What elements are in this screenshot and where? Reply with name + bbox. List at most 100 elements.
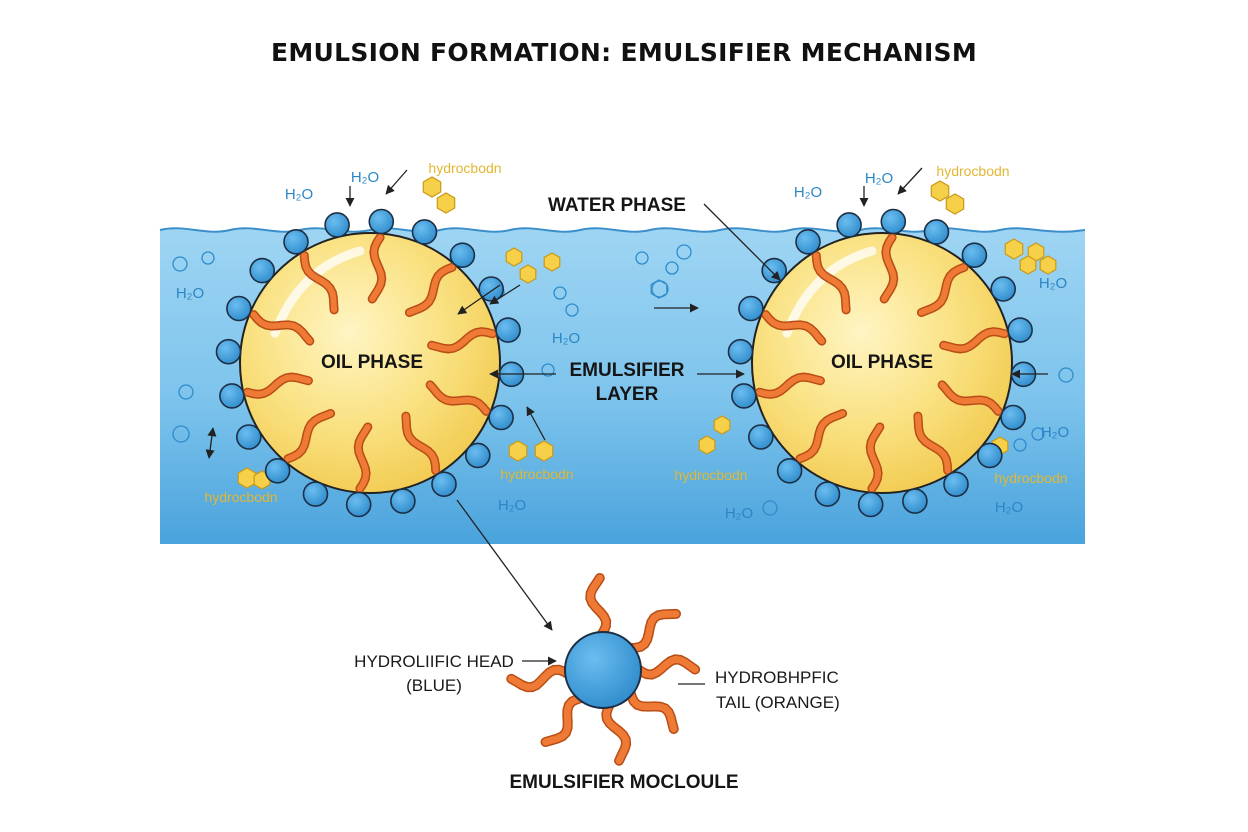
hydrophobic-tail [507,666,573,691]
water-molecule-label: H₂O [176,285,204,302]
arrow-water-phase-left [457,284,501,315]
hydrophobic-tail [301,252,338,313]
hydrophobic-tail [633,655,699,679]
hydrocarbon-hexagon [436,192,456,214]
hydrophilic-head [495,317,521,343]
water-bubble [172,425,190,443]
hydrophobic-tail-label-line1: HYDROBHPFIC [715,668,839,687]
diagram-title: EMULSION FORMATION: EMULSIFIER MECHANISM [270,38,978,67]
hydrophilic-head [738,295,764,322]
water-hexagon [650,279,668,299]
hydrophilic-head [857,491,884,518]
hydrophobic-tail [797,410,846,462]
hydrocarbon-hexagon [930,180,950,202]
water-molecule-label: H₂O [552,330,580,347]
water-bubble [1013,438,1027,452]
oil-phase-label-right: OIL PHASE [831,352,933,373]
hydrophobic-tail [867,424,883,492]
water-bubble [172,256,188,272]
hydrophobic-tail [602,699,630,765]
hydrocarbon-hexagon [422,176,442,198]
hydrophilic-head [219,383,245,409]
hydrophobic-tail [406,264,455,316]
water-molecule-label: H₂O [285,186,313,203]
hydrophilic-head [943,471,969,498]
hydrophobic-tail [940,328,1008,352]
water-molecule-label: H₂O [995,499,1023,516]
hydrophilic-head [923,219,950,245]
water-bubble [1058,367,1074,383]
hydrocarbon-hexagon [519,264,537,284]
hydrophobic-tail [428,328,496,352]
hydrocarbon-label: hydrocbodn [936,163,1009,179]
hydrocarbon-hexagon [534,440,554,462]
arrow-to-molecule [456,499,553,631]
water-molecule-label: H₂O [1039,275,1067,292]
hydrophilic-head [564,631,642,709]
water-bubble [565,303,579,317]
droplet-highlight [270,246,365,338]
hydrophobic-tail [285,410,334,462]
hydrocarbon-label: hydrocbodn [428,160,501,176]
hydrophilic-head [731,383,757,409]
water-molecule-label: H₂O [794,184,822,201]
arrow-top-right [897,167,923,195]
hydrophilic-head [236,424,262,450]
hydrocarbon-label: hydrocbodn [674,467,747,483]
hydrophobic-tail [918,264,967,316]
emulsifier-layer-label-line1: EMULSIFIER [569,360,684,381]
annotation-arrows [205,167,1048,685]
hydrophobic-tail [586,574,610,640]
hydrophobic-tail [939,381,1002,415]
hydrophilic-head [431,471,457,498]
hydrophilic-head [1000,404,1026,431]
water-molecule-label: H₂O [725,505,753,522]
hydrophobic-tail [355,424,371,492]
water-molecule-label: H₂O [498,497,526,514]
hydrocarbon-hexagon [508,440,528,462]
hydrophilic-head [302,481,329,507]
hydrophilic-head [226,295,252,322]
hydrophobic-tail [427,381,490,415]
hydrophobic-tail [369,234,385,302]
hydrocarbon-hexagon [505,247,523,267]
hydrocarbon-hexagon [237,467,257,489]
hydrocarbon-hexagon [698,435,716,455]
hydrophilic-head [345,491,372,518]
hydrocarbon-hexagon [543,252,561,272]
hydrophobic-tail [542,694,587,746]
hydrophilic-head [814,481,841,507]
hydrophilic-head [747,424,774,450]
hydrophobic-tail [250,311,313,345]
hydrophilic-head [264,457,291,484]
hydrophilic-head [249,257,276,284]
hydrophobic-tail [402,413,439,474]
hydrophilic-head [449,242,476,268]
hydrocarbon-label: hydrocbodn [204,489,277,505]
hydrophilic-head [990,276,1017,302]
oil-droplet-left [215,208,525,518]
hydrophilic-head [215,338,242,365]
droplet-highlight [782,246,877,338]
hydrophilic-head [488,404,514,431]
water-bubble [553,286,567,300]
hydrophobic-tail [626,687,678,733]
hydrocarbon-hexagon [1004,238,1024,260]
water-bubble [762,500,778,516]
hydrocarbon-hexagon [1019,255,1037,275]
emulsifier-layer-label-line2: LAYER [596,384,659,405]
hydrophilic-head [1007,317,1033,343]
hydrophobic-tail [914,413,951,474]
hydrocarbon-hexagon [945,193,965,215]
water-molecule-label: H₂O [351,169,379,186]
hydrophilic-head [390,488,416,514]
hydrophobic-tail [813,252,850,313]
emulsifier-molecule-label: EMULSIFIER MOCLOULE [509,772,738,793]
water-bubble [541,363,555,377]
hydrophilic-head [727,338,754,365]
water-molecule-label: H₂O [865,170,893,187]
hydrophilic-head [880,208,907,235]
hydrophilic-head [961,242,988,268]
